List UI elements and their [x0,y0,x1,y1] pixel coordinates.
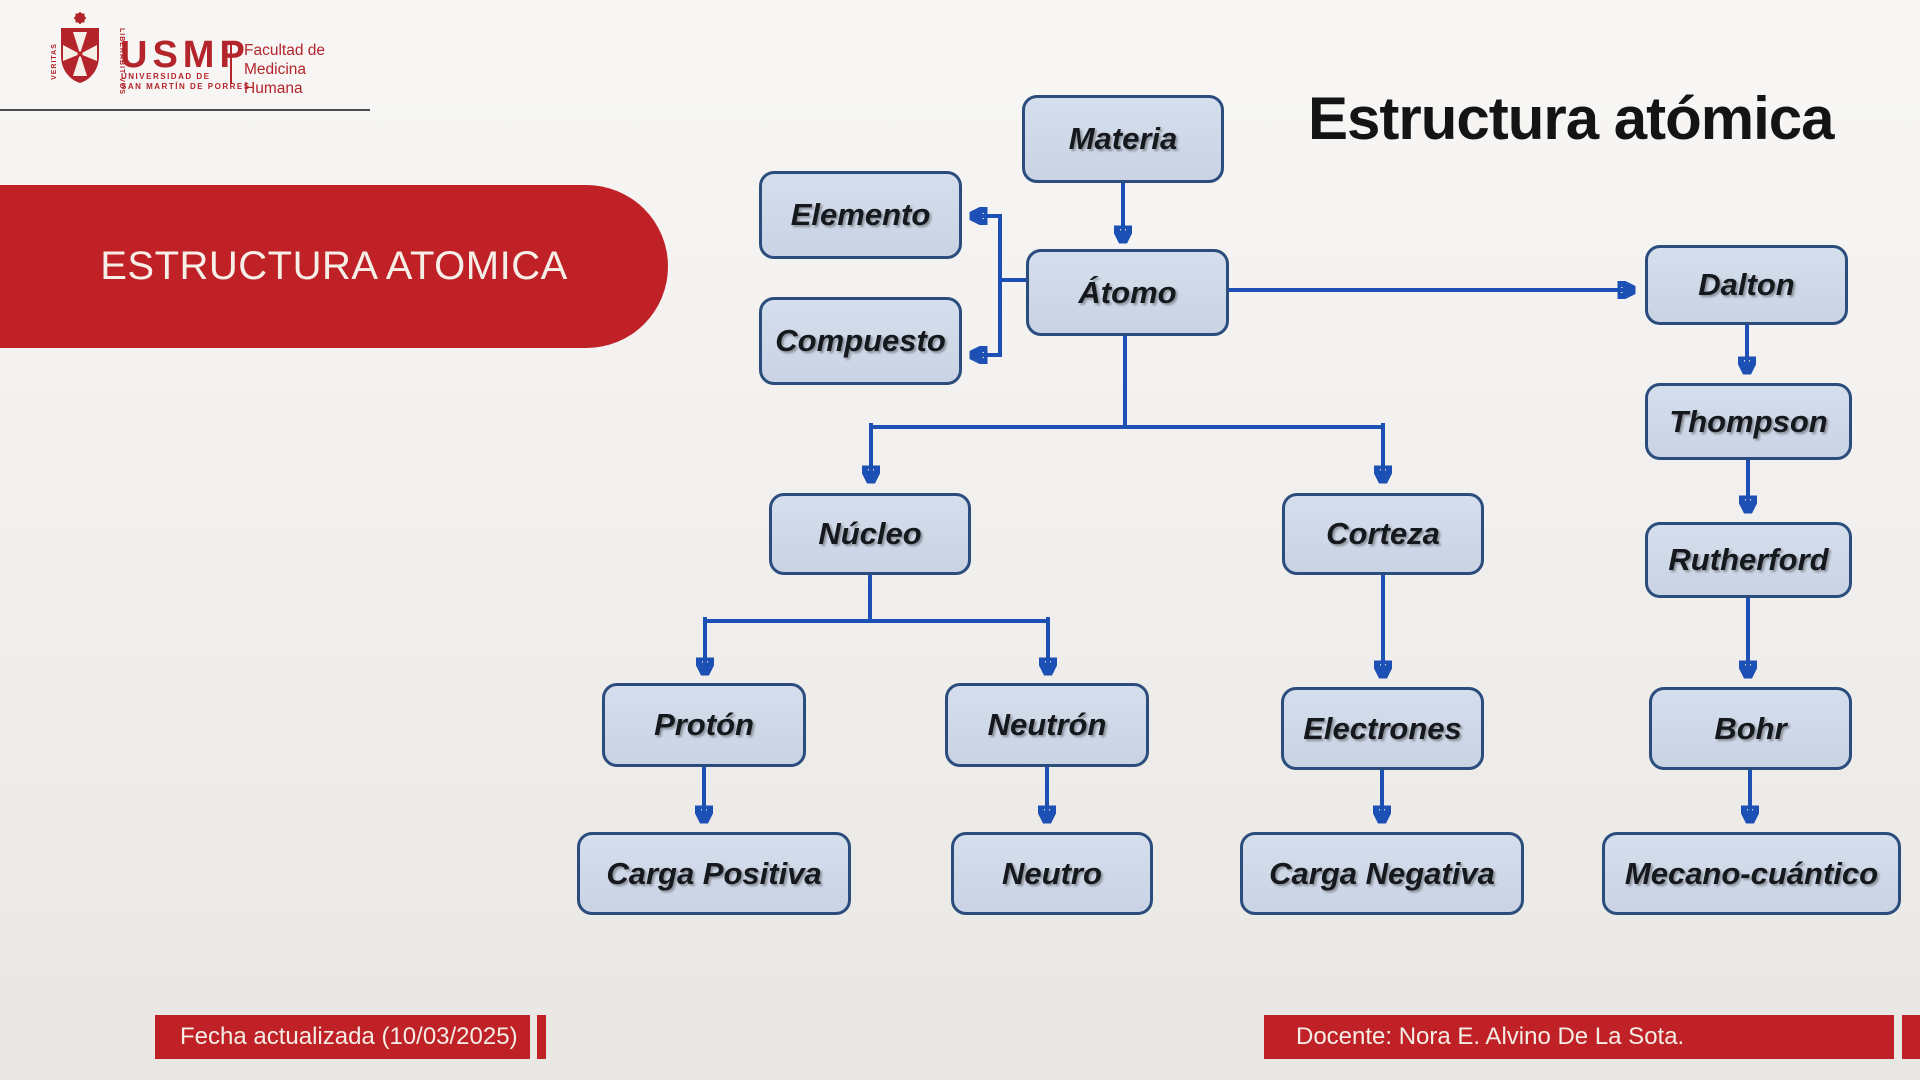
node-corteza: Corteza [1282,493,1484,575]
footer-left-stripe [537,1015,546,1059]
usmp-university-line1: UNIVERSIDAD DE [121,72,211,81]
node-nucleo: Núcleo [769,493,971,575]
footer-docente-label: Docente: Nora E. Alvino De La Sota. [1296,1023,1685,1050]
usmp-university-line2: SAN MARTÍN DE PORRES [121,82,251,91]
node-neutron: Neutrón [945,683,1149,767]
faculty-line2: Medicina [244,61,307,78]
node-dalton: Dalton [1645,245,1848,325]
node-mecano-cuantico: Mecano-cuántico [1602,832,1901,915]
section-banner-label: ESTRUCTURA ATOMICA [100,244,568,288]
node-thompson: Thompson [1645,383,1852,460]
page-title: Estructura atómica [1308,85,1835,152]
footer-date-bar: Fecha actualizada (10/03/2025) [155,1015,530,1059]
node-neutro: Neutro [951,832,1153,915]
faculty-line3: Humana [244,80,303,97]
node-electrones: Electrones [1281,687,1484,770]
footer-date-label: Fecha actualizada (10/03/2025) [180,1023,518,1050]
node-elemento: Elemento [759,171,962,259]
faculty-line1: Facultad de [244,42,325,59]
usmp-shield-icon [61,12,99,83]
usmp-star-icon [73,12,87,25]
node-bohr: Bohr [1649,687,1852,770]
node-materia: Materia [1022,95,1224,183]
header-rule [0,109,370,111]
node-atomo: Átomo [1026,249,1229,336]
node-proton: Protón [602,683,806,767]
usmp-motto-left: VERITAS [50,43,58,80]
footer-docente-bar: Docente: Nora E. Alvino De La Sota. [1264,1015,1894,1059]
logo-divider [230,42,232,84]
node-carga-positiva: Carga Positiva [577,832,851,915]
section-banner: ESTRUCTURA ATOMICA [0,185,668,348]
usmp-university-name: UNIVERSIDAD DE SAN MARTÍN DE PORRES [121,72,251,92]
faculty-name: Facultad de Medicina Humana [244,41,325,98]
usmp-logo: VERITAS LIBERABIT VOS USMP UNIVERSIDAD D… [0,0,430,130]
node-compuesto: Compuesto [759,297,962,385]
node-carga-negativa: Carga Negativa [1240,832,1524,915]
node-rutherford: Rutherford [1645,522,1852,598]
footer-right-stripe [1902,1015,1920,1059]
usmp-acronym: USMP [120,34,250,76]
